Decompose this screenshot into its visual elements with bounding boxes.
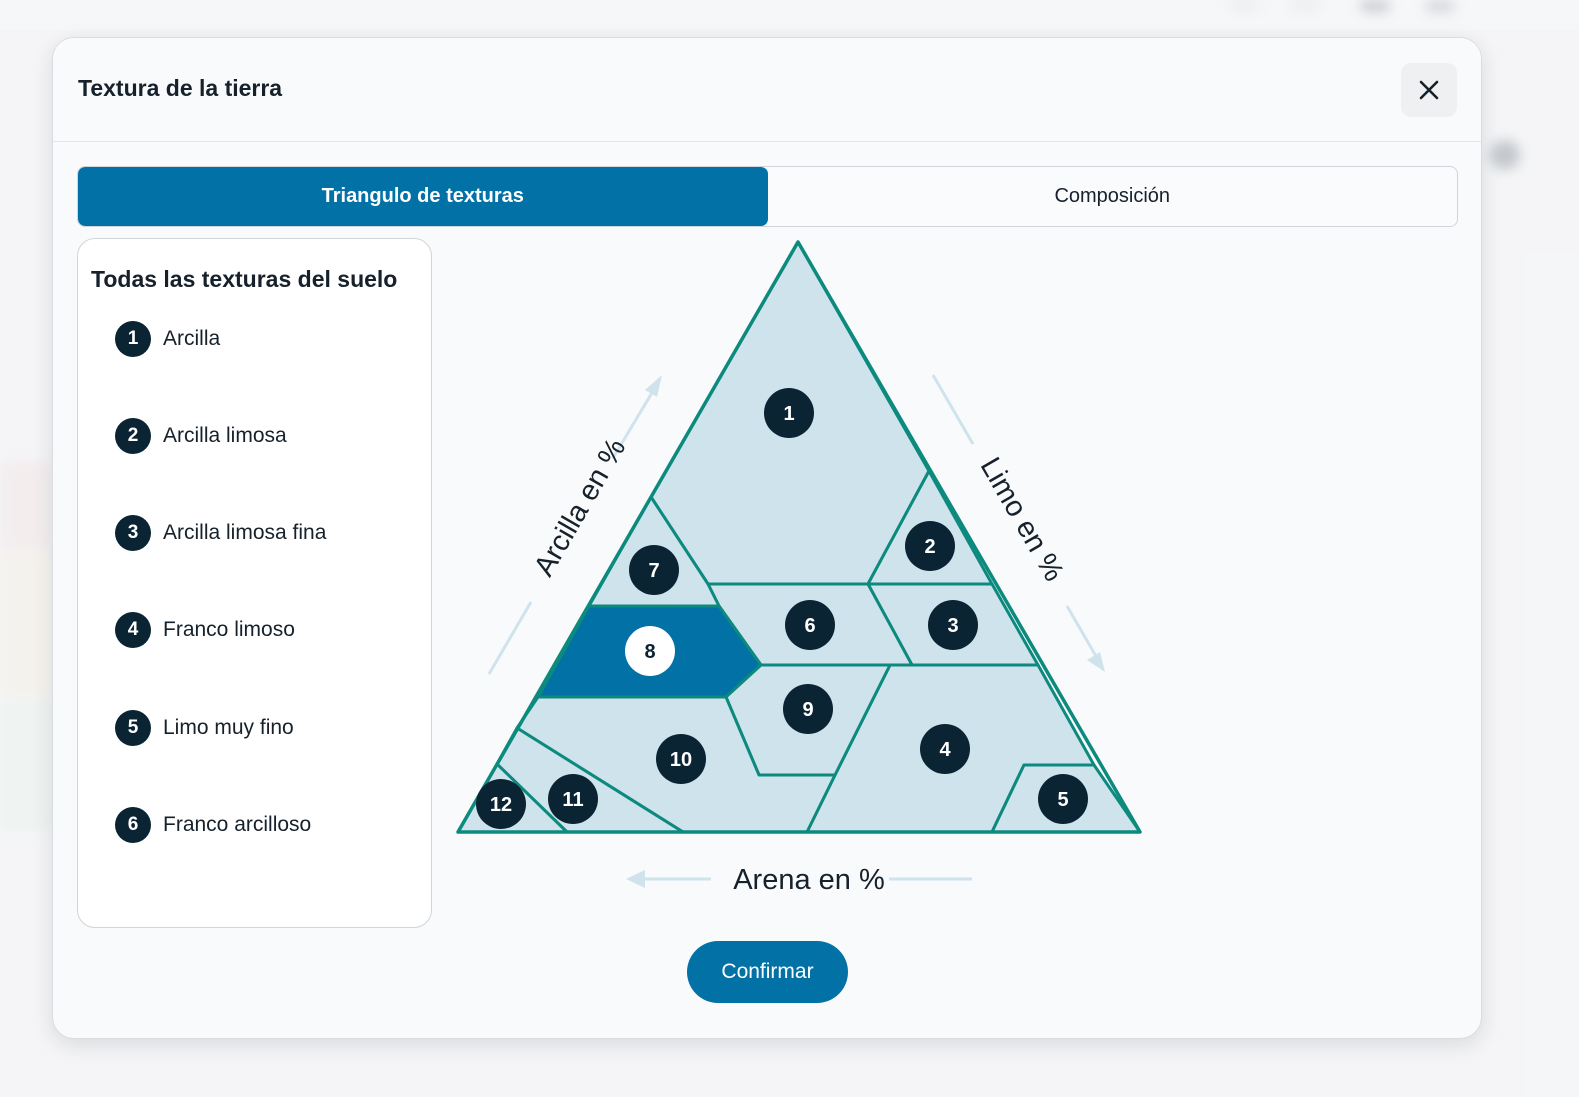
legend-number-badge: 6 [115, 807, 151, 843]
region-badge-label: 4 [939, 739, 951, 761]
background-shape [0, 460, 52, 550]
legend-number-badge: 4 [115, 612, 151, 648]
legend-item-label: Arcilla limosa [163, 424, 287, 447]
region-badge-9[interactable]: 9 [783, 684, 833, 734]
legend-item-label: Arcilla [163, 327, 221, 350]
legend-item-arcilla-limosa[interactable]: 2 Arcilla limosa [115, 418, 287, 454]
region-badge-6[interactable]: 6 [785, 600, 835, 650]
clay-axis-arrow [487, 380, 661, 675]
silt-axis-arrow [931, 374, 1099, 659]
triangle-outline [456, 240, 1142, 834]
legend-item-label: Franco arcilloso [163, 813, 312, 836]
clay-axis-arrowhead [645, 375, 662, 397]
sand-axis-label: Arena en % [733, 864, 885, 896]
background-shape [1360, 0, 1390, 12]
sand-axis-arrowhead [626, 870, 645, 888]
legend-item-franco-arcilloso[interactable]: 6 Franco arcilloso [115, 807, 311, 843]
region-badge-1[interactable]: 1 [764, 388, 814, 438]
background-shape [0, 550, 52, 700]
legend-number-badge: 5 [115, 710, 151, 746]
region-badge-12[interactable]: 12 [476, 779, 526, 829]
close-button[interactable] [1401, 63, 1457, 117]
region-badge-label: 11 [562, 789, 583, 811]
tab-bar: Triangulo de texturas Composición [77, 166, 1458, 227]
region-badge-label: 3 [947, 615, 958, 637]
silt-axis-arrowhead [1087, 652, 1105, 672]
region-badge-label: 7 [648, 560, 659, 582]
tab-triangulo-texturas[interactable]: Triangulo de texturas [78, 167, 768, 226]
region-badge-label: 6 [804, 615, 815, 637]
legend-title: Todas las texturas del suelo [91, 266, 398, 292]
legend-item-franco-limoso[interactable]: 4 Franco limoso [115, 612, 295, 648]
region-badge-label: 2 [924, 536, 935, 558]
texture-legend: Todas las texturas del suelo 1 Arcilla 2… [77, 238, 432, 928]
legend-number-badge: 1 [115, 321, 151, 357]
region-badge-8[interactable]: 8 [625, 626, 675, 676]
region-badge-label: 10 [670, 749, 692, 771]
legend-item-label: Franco limoso [163, 618, 295, 641]
region-badge-label: 8 [644, 641, 655, 663]
legend-number-badge: 2 [115, 418, 151, 454]
background-shape [1425, 0, 1455, 12]
region-badge-label: 12 [490, 794, 512, 816]
region-badge-10[interactable]: 10 [656, 734, 706, 784]
region-badge-label: 9 [802, 699, 813, 721]
legend-item-label: Arcilla limosa fina [163, 521, 327, 544]
texture-triangle: 1 2 3 4 5 6 7 8 9 10 11 12 Arcilla en % … [456, 240, 1142, 896]
confirm-button[interactable]: Confirmar [687, 941, 848, 1003]
region-badge-label: 5 [1057, 789, 1068, 811]
legend-item-arcilla[interactable]: 1 Arcilla [115, 321, 220, 357]
legend-item-label: Limo muy fino [163, 716, 294, 739]
region-badge-5[interactable]: 5 [1038, 774, 1088, 824]
background-shape [1290, 0, 1320, 10]
region-badge-2[interactable]: 2 [905, 521, 955, 571]
modal-header: Textura de la tierra [53, 38, 1481, 142]
region-badge-11[interactable]: 11 [548, 774, 598, 824]
tab-composicion[interactable]: Composición [1054, 185, 1171, 207]
region-badge-7[interactable]: 7 [629, 545, 679, 595]
region-badge-4[interactable]: 4 [920, 724, 970, 774]
legend-item-limo-muy-fino[interactable]: 5 Limo muy fino [115, 710, 294, 746]
background-shape [0, 700, 52, 830]
background-shape [1230, 0, 1260, 10]
region-badge-label: 1 [783, 403, 794, 425]
texture-modal: Textura de la tierra Triangulo de textur… [52, 37, 1482, 1039]
background-shape [1490, 140, 1520, 170]
modal-title: Textura de la tierra [78, 75, 283, 101]
region-badge-3[interactable]: 3 [928, 600, 978, 650]
legend-number-badge: 3 [115, 515, 151, 551]
legend-item-arcilla-limosa-fina[interactable]: 3 Arcilla limosa fina [115, 515, 326, 551]
close-icon [1419, 80, 1439, 100]
